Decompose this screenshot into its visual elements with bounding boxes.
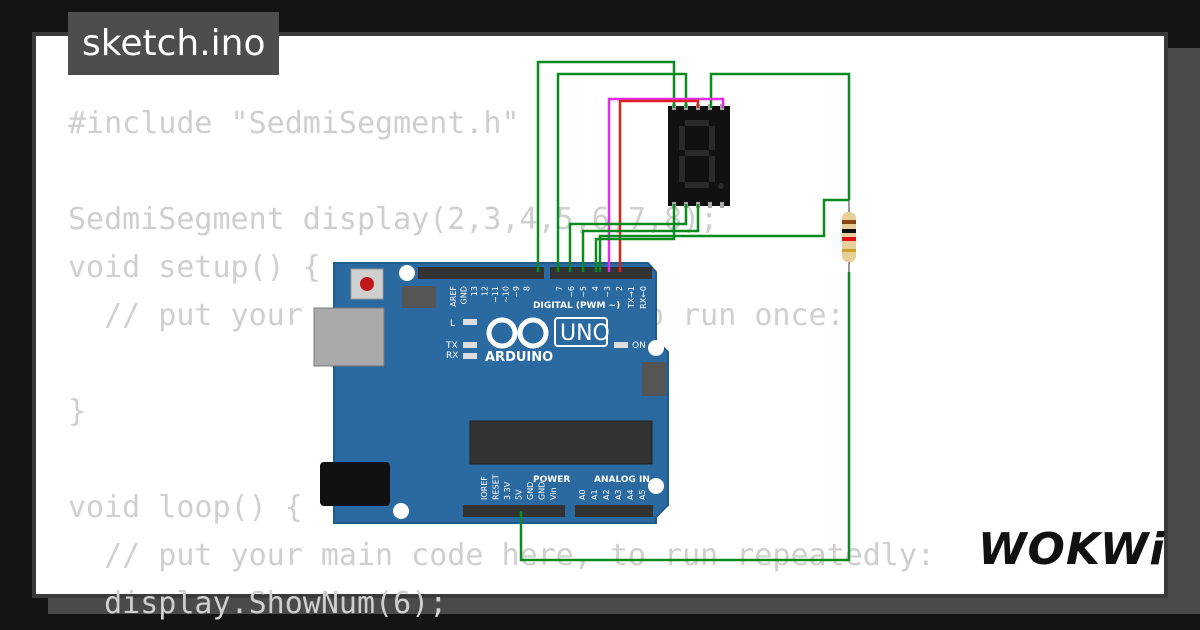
wire-pin6[interactable]: [568, 204, 688, 272]
wire-pin5[interactable]: [581, 204, 700, 272]
pin-label: IOREF: [480, 476, 489, 500]
pin-label: ~9: [512, 286, 521, 298]
pin-label: RX←0: [639, 286, 648, 309]
pin-label: ~3: [603, 286, 612, 298]
led-l: [463, 319, 477, 325]
code-line: void setup() {: [68, 250, 321, 285]
pin-label: GND: [538, 482, 547, 500]
pin-label: ~5: [579, 286, 588, 298]
file-tab-title: sketch.ino: [82, 23, 266, 64]
mount-hole: [648, 340, 664, 356]
reset-button-cap[interactable]: [360, 277, 374, 291]
mount-hole: [393, 503, 409, 519]
pin-label: GND: [526, 482, 535, 500]
pin-label: A2: [602, 489, 611, 500]
wire-resistor-top[interactable]: [598, 198, 849, 272]
pin-label: A0: [578, 489, 587, 500]
pin-label: 4: [591, 286, 600, 291]
digital-label: DIGITAL (PWM ~): [533, 301, 620, 311]
code-line: SedmiSegment display(2,3,4,5,6,7,8);: [68, 202, 719, 237]
arduino-uno-board[interactable]: ARDUINO UNO DIGITAL (PWM ~) POWER ANALOG…: [313, 262, 669, 524]
wires: [519, 60, 851, 562]
uno-badge: [554, 317, 608, 347]
atmega-chip: [469, 420, 653, 465]
power-header: [463, 505, 565, 517]
wire-pin4[interactable]: [594, 204, 676, 272]
board-brand: ARDUINO: [485, 350, 553, 365]
mount-hole: [399, 265, 415, 281]
wire-pin2[interactable]: [618, 99, 700, 272]
analog-label: ANALOG IN: [594, 475, 650, 485]
pin-label: A5: [638, 489, 647, 500]
analog-header: [575, 505, 653, 517]
pin-label: ~11: [491, 286, 500, 303]
pin-label: 8: [523, 286, 532, 291]
led-on-label: ON: [632, 341, 646, 351]
pin-label: GND: [460, 286, 469, 304]
resistor[interactable]: [842, 200, 856, 272]
segment-digit: [679, 120, 724, 189]
pin-label: 3.3V: [503, 481, 512, 500]
seven-segment-display[interactable]: [668, 104, 730, 208]
arduino-logo: [486, 317, 549, 349]
pin-label: AREF: [449, 286, 458, 307]
digital-header-right: [550, 267, 652, 279]
code-line: // put your main code here, to run repea…: [104, 538, 935, 573]
icsp-header: [402, 286, 436, 308]
icsp-header: [642, 362, 666, 396]
led-tx: [463, 342, 477, 348]
wire-pin8[interactable]: [536, 60, 676, 272]
pin-label: ~6: [567, 286, 576, 298]
pin-label: 12: [481, 286, 490, 296]
file-tab[interactable]: sketch.ino: [68, 12, 280, 75]
pin-label: ~10: [502, 286, 511, 303]
pin-label: A1: [590, 489, 599, 500]
led-rx: [463, 353, 477, 359]
code-line: void loop() {: [68, 490, 303, 525]
power-label: POWER: [533, 475, 570, 485]
wire-5v[interactable]: [519, 272, 851, 562]
code-line: display.ShowNum(6);: [68, 586, 448, 621]
pin-label: 2: [615, 286, 624, 291]
pin-label: 13: [470, 286, 479, 296]
wokwi-logo: WOKWi: [978, 524, 1166, 575]
led-on: [614, 342, 628, 348]
pin-label: A3: [614, 489, 623, 500]
led-l-label: L: [450, 319, 455, 329]
power-jack: [320, 462, 390, 506]
mount-hole: [648, 478, 664, 494]
code-line: }: [68, 394, 87, 429]
pin-label: 5V: [515, 489, 524, 500]
wire-common[interactable]: [709, 72, 851, 200]
wire-pin7[interactable]: [556, 72, 688, 272]
pin-label: RESET: [492, 474, 501, 500]
led-rx-label: RX: [446, 351, 458, 361]
board-model: UNO: [560, 321, 610, 346]
digital-header-left: [418, 267, 544, 279]
pin-label: TX→1: [627, 286, 636, 309]
pin-label: A4: [626, 489, 635, 500]
pin-label: 7: [555, 286, 564, 291]
led-tx-label: TX: [445, 341, 458, 351]
wire-pin3[interactable]: [607, 97, 725, 272]
pin-label: Vin: [549, 487, 558, 500]
usb-connector: [313, 307, 385, 367]
code-line: #include "SedmiSegment.h": [68, 106, 520, 141]
